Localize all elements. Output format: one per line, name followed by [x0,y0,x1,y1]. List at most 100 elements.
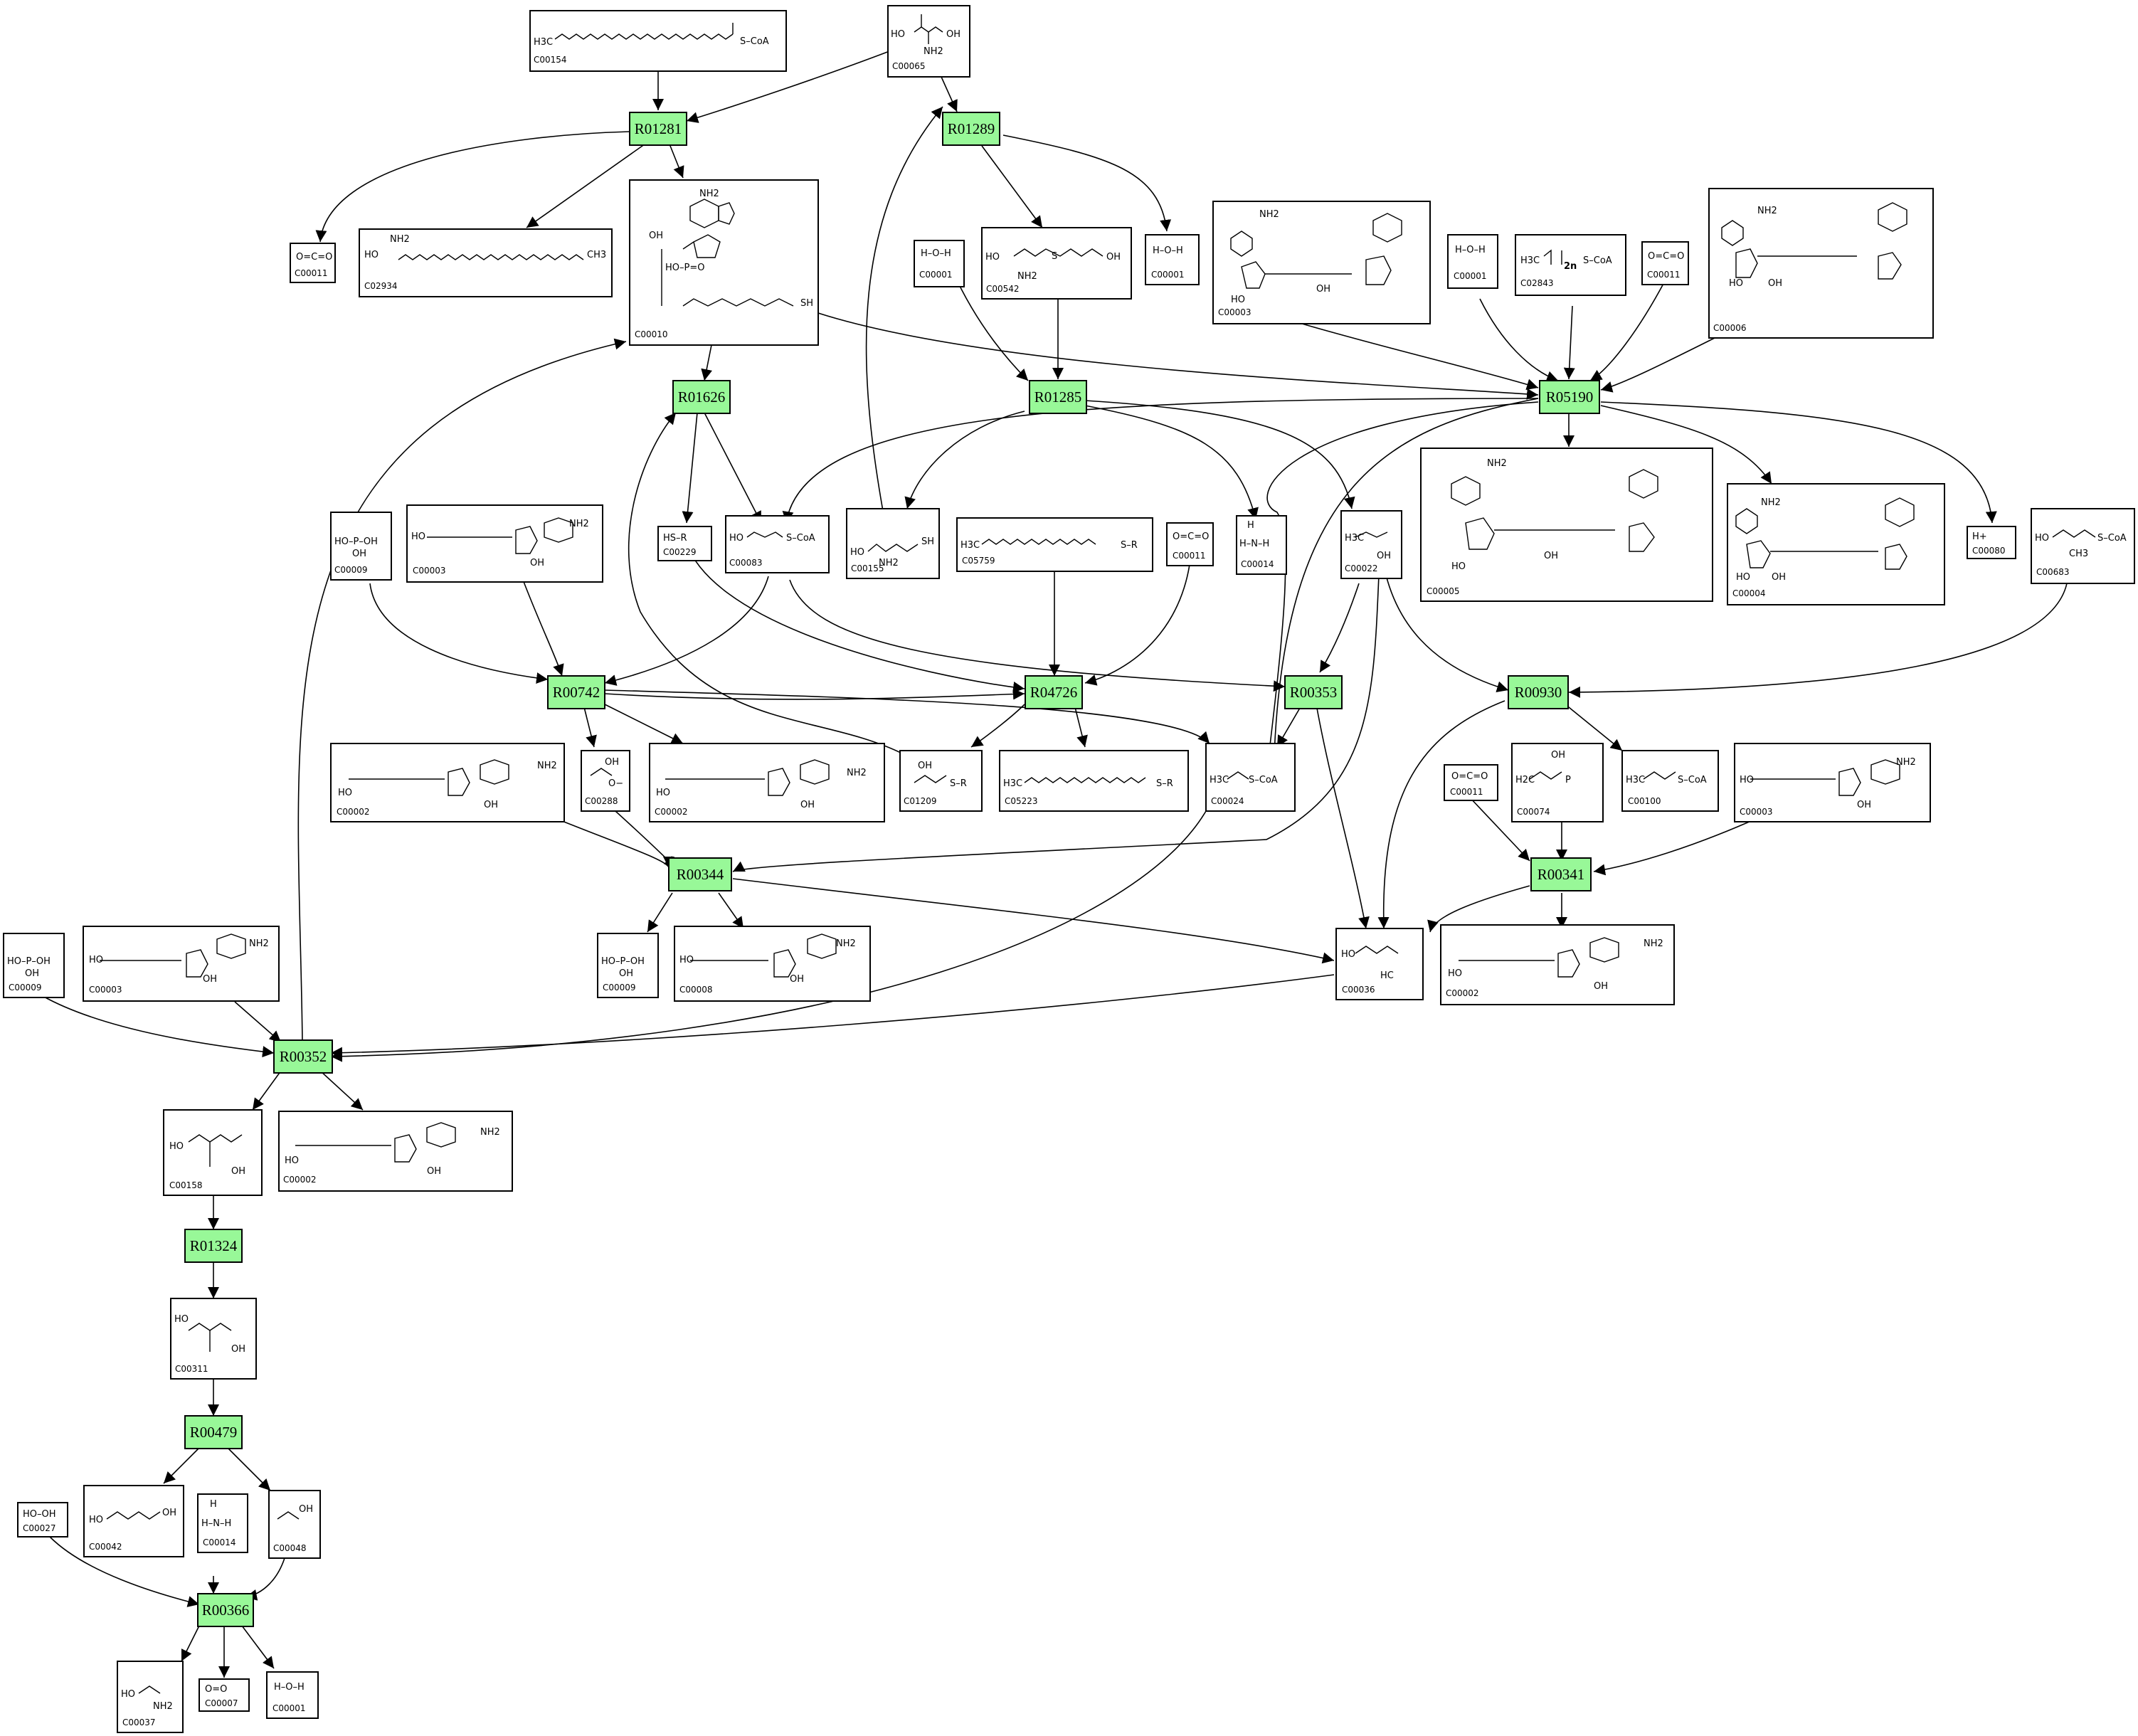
svg-text:S–R: S–R [1121,540,1138,551]
compound-C00001[interactable]: H–O–H C00001 [266,1671,319,1719]
svg-text:OH: OH [231,1344,245,1355]
compound-C00022[interactable]: H3C OH C00022 [1340,510,1402,579]
compound-C00007[interactable]: O=O C00007 [199,1678,250,1712]
svg-text:NH2: NH2 [699,189,719,199]
svg-text:OH: OH [1594,981,1608,992]
svg-text:C00003: C00003 [1740,807,1773,817]
svg-text:NH2: NH2 [480,1127,500,1138]
compound-C00006[interactable]: NH2 OH HO C00006 [1708,188,1934,339]
compound-C01209[interactable]: OH S–R C01209 [899,750,983,812]
compound-C00001[interactable]: H–O–H C00001 [1145,234,1200,285]
reaction-R00353[interactable]: R00353 [1284,675,1343,709]
compound-C00010[interactable]: NH2 OH HO–P=O SH C00010 [629,179,819,346]
svg-text:NH2: NH2 [836,938,856,949]
compound-C00011[interactable]: O=C=O C00011 [1641,241,1689,285]
compound-C00158[interactable]: HO OH C00158 [163,1109,263,1196]
reaction-R01324[interactable]: R01324 [184,1229,243,1263]
compound-C00042[interactable]: HO OH C00042 [83,1485,184,1557]
compound-C00037[interactable]: HO NH2 C00037 [117,1661,184,1733]
reaction-R00930[interactable]: R00930 [1508,675,1569,709]
reaction-R00344[interactable]: R00344 [668,857,732,891]
svg-text:H: H [1247,520,1254,531]
reaction-R00366[interactable]: R00366 [197,1593,254,1627]
compound-C00083[interactable]: HO S–CoA C00083 [725,515,830,573]
reaction-R01281[interactable]: R01281 [629,112,687,146]
reaction-R00341[interactable]: R00341 [1530,857,1592,891]
svg-text:C00154: C00154 [534,55,567,65]
compound-C00003[interactable]: NH2 OH HO C00003 [406,504,603,583]
compound-C00001[interactable]: H–O–H C00001 [914,240,965,287]
compound-C02934[interactable]: HO NH2 CH3 C02934 [359,228,613,297]
compound-C00154[interactable]: H3C S–CoA C00154 [529,10,787,72]
svg-text:H3C: H3C [1626,775,1645,785]
compound-C00001[interactable]: H–O–H C00001 [1447,234,1498,289]
svg-text:OH: OH [649,231,663,241]
compound-C00036[interactable]: HO HC C00036 [1335,928,1424,1000]
svg-text:S–CoA: S–CoA [740,36,769,47]
compound-C05223[interactable]: H3C S–R C05223 [999,750,1189,812]
compound-C02843[interactable]: H3C 2n S–CoA C02843 [1515,234,1626,296]
svg-text:HO: HO [656,788,670,798]
reaction-R01285[interactable]: R01285 [1029,380,1087,414]
svg-text:HO: HO [1740,775,1754,785]
compound-C00080[interactable]: H+ C00080 [1967,526,2016,559]
compound-C00003[interactable]: NH2 OH HO C00003 [83,926,280,1002]
svg-text:NH2: NH2 [1757,206,1777,216]
svg-text:C00008: C00008 [679,985,713,995]
compound-C00014[interactable]: H H–N–H C00014 [197,1493,248,1553]
reaction-R00352[interactable]: R00352 [273,1039,333,1074]
compound-C00005[interactable]: NH2 OH HO C00005 [1420,448,1713,602]
compound-C05759[interactable]: H3C S–R C05759 [956,517,1153,572]
compound-C00002[interactable]: HO NH2 OH C00002 [278,1111,513,1192]
svg-text:C00011: C00011 [1647,270,1681,280]
compound-C00542[interactable]: HO NH2 S OH C00542 [981,227,1132,300]
svg-text:HO: HO [850,547,864,558]
svg-text:NH2: NH2 [390,234,410,245]
compound-C00311[interactable]: HO OH C00311 [170,1298,257,1380]
compound-C00229[interactable]: HS–R C00229 [657,526,712,561]
compound-C00155[interactable]: HO NH2 SH C00155 [846,508,940,579]
compound-C00011[interactable]: O=C=O C00011 [1444,764,1498,801]
compound-C00011[interactable]: O=C=O C00011 [1166,522,1214,566]
compound-C00008[interactable]: NH2 OH HO C00008 [674,926,871,1002]
svg-text:C00542: C00542 [986,284,1020,294]
compound-C00024[interactable]: H3C S–CoA C00024 [1205,743,1296,812]
compound-C00014[interactable]: H H–N–H C00014 [1236,515,1287,575]
reaction-R00742[interactable]: R00742 [547,675,605,709]
reaction-R01626[interactable]: R01626 [672,380,731,414]
svg-text:C00100: C00100 [1628,796,1661,806]
compound-C00683[interactable]: HO CH3 S–CoA C00683 [2031,508,2135,584]
compound-C00009[interactable]: HO–P–OH OH C00009 [3,933,65,998]
svg-text:C00083: C00083 [729,558,763,568]
compound-C00074[interactable]: H2C OH P C00074 [1511,743,1604,822]
compound-C00027[interactable]: HO–OH C00027 [17,1502,68,1537]
svg-text:C00288: C00288 [585,796,618,806]
svg-text:NH2: NH2 [847,768,867,778]
svg-text:CH3: CH3 [587,250,606,260]
svg-text:OH: OH [530,558,544,568]
svg-text:OH: OH [1768,278,1782,289]
svg-text:HS–R: HS–R [663,533,687,544]
svg-text:O−: O− [608,778,623,789]
compound-C00003[interactable]: NH2 OH HO C00003 [1734,743,1931,822]
compound-C00002[interactable]: HO NH2 OH C00002 [649,743,885,822]
reaction-R04726[interactable]: R04726 [1025,675,1083,709]
svg-text:S–R: S–R [1156,778,1173,789]
compound-C00002[interactable]: HO NH2 OH C00002 [330,743,565,822]
compound-C00065[interactable]: HO OH NH2 C00065 [887,5,970,78]
compound-C00009[interactable]: HO–P–OH OH C00009 [330,512,392,581]
svg-text:R00344: R00344 [677,866,724,883]
compound-C00004[interactable]: NH2 OH HO C00004 [1727,483,1945,605]
reaction-R05190[interactable]: R05190 [1539,380,1600,414]
compound-C00003[interactable]: NH2 OH HO C00003 [1212,201,1431,324]
svg-text:C00004: C00004 [1732,588,1766,598]
compound-C00011[interactable]: O=C=O C00011 [290,243,336,283]
compound-C00009[interactable]: HO–P–OH OH C00009 [597,933,659,998]
svg-text:R00742: R00742 [553,684,600,701]
reaction-R01289[interactable]: R01289 [942,112,1000,146]
compound-C00002[interactable]: HO NH2 OH C00002 [1440,924,1675,1005]
compound-C00048[interactable]: OH C00048 [268,1490,321,1559]
compound-C00100[interactable]: H3C S–CoA C00100 [1621,750,1719,812]
compound-C00288[interactable]: OH O− C00288 [581,750,630,812]
reaction-R00479[interactable]: R00479 [184,1415,243,1449]
